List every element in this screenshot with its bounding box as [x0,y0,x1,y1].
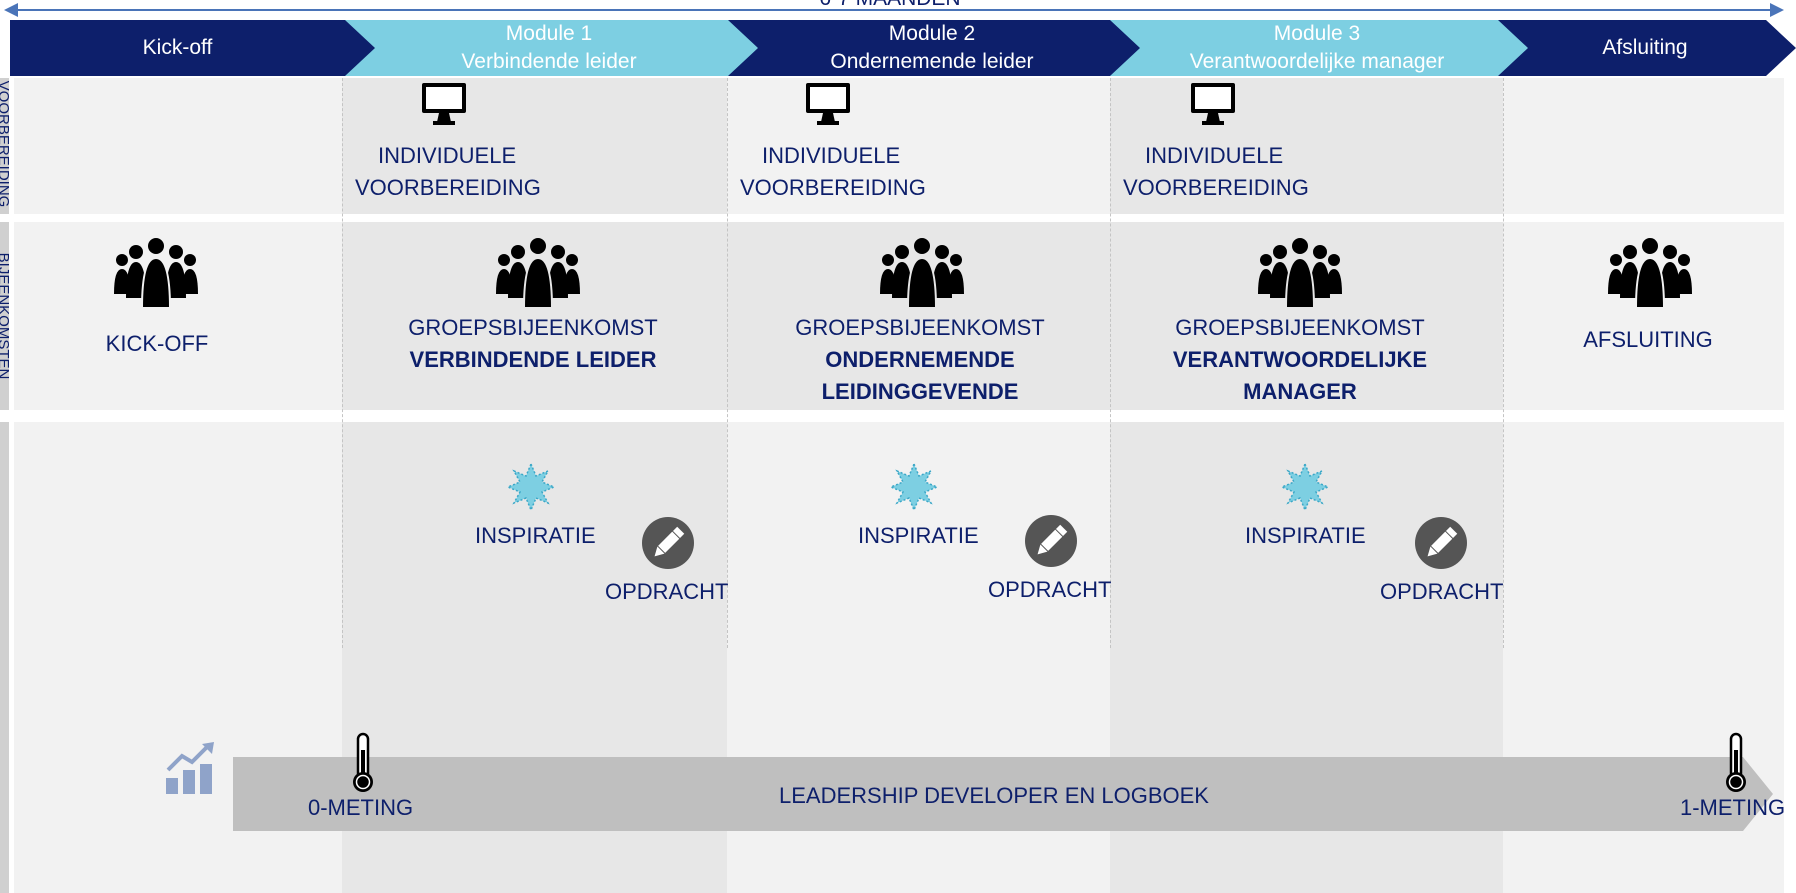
growth-chart-icon [166,742,214,794]
group-icon [1608,237,1692,308]
prep-1-line1: INDIVIDUELE [378,143,517,168]
meeting-1-topic: VERBINDENDE LEIDER [409,347,657,372]
thermometer-icon [353,732,373,792]
row-tab-meetings [0,222,9,410]
row-tab-activities [0,422,9,893]
meeting-2-topic-line1: ONDERNEMENDE [825,347,1015,372]
phase-module-3-title: Module 3 [1273,22,1361,45]
phase-module-2-title: Module 2 [888,22,976,45]
logbook-label: LEADERSHIP DEVELOPER EN LOGBOEK [779,783,1209,808]
prep-2-line1: INDIVIDUELE [762,143,901,168]
duration-arrow-head-right [1770,3,1784,17]
duration-arrow-line [14,9,1774,11]
separator-2 [727,78,728,648]
row-tab-preparation [0,78,9,214]
group-icon [496,237,580,308]
duration-arrow-head-left [4,3,18,17]
pencil-icon [1025,515,1077,567]
pencil-icon [642,517,694,569]
phase-closing-label: Afsluiting [1602,36,1688,59]
phase-closing: Afsluiting [1494,20,1796,76]
logbook-start-label: 0-METING [308,795,414,820]
activity-1-assignment: OPDRACHT [605,579,729,604]
duration-label: 6-7 MAANDEN [780,0,1000,8]
module-1-shade-preparation [342,78,727,214]
thermometer-icon [1726,732,1746,792]
activity-1-inspiration: INSPIRATIE [475,523,596,548]
prep-1-line2: VOORBEREIDING [355,175,541,200]
phase-module-1-title: Module 1 [505,22,593,45]
prep-3-line1: INDIVIDUELE [1145,143,1284,168]
meeting-3-topic-line1: VERANTWOORDELIJKE [1172,347,1428,372]
activity-3-assignment: OPDRACHT [1380,579,1504,604]
phase-module-3: Module 3 Verantwoordelijke manager [1106,20,1528,76]
phase-module-3-subtitle: Verantwoordelijke manager [1189,50,1445,73]
separator-4 [1503,78,1504,648]
meeting-kickoff-label: KICK-OFF [105,331,209,356]
logbook-arrow [233,757,1773,831]
separator-1 [342,78,343,648]
separator-3 [1110,78,1111,648]
prep-3-line2: VOORBEREIDING [1123,175,1309,200]
phase-module-2: Module 2 Ondernemende leider [724,20,1140,76]
meeting-1-label: GROEPSBIJEENKOMST [408,315,658,340]
inspiration-icon [506,462,556,512]
inspiration-icon [1280,462,1330,512]
phase-kickoff: Kick-off [10,20,375,76]
monitor-icon [1191,83,1235,125]
phase-module-1-subtitle: Verbindende leider [461,50,637,73]
activity-2-assignment: OPDRACHT [988,577,1112,602]
logbook-end-label: 1-METING [1680,795,1786,820]
module-3-shade-preparation [1110,78,1503,214]
group-icon [1258,237,1342,308]
monitor-icon [422,83,466,125]
meeting-3-label: GROEPSBIJEENKOMST [1175,315,1425,340]
phase-kickoff-label: Kick-off [142,36,213,59]
inspiration-icon [889,462,939,512]
group-icon [880,237,964,308]
pencil-icon [1415,517,1467,569]
phase-module-2-subtitle: Ondernemende leider [830,50,1034,73]
monitor-icon [806,83,850,125]
activity-3-inspiration: INSPIRATIE [1245,523,1366,548]
prep-2-line2: VOORBEREIDING [740,175,926,200]
row-label-preparation: VOORBEREIDING [0,80,11,208]
module-3-shade-meetings [1110,222,1503,410]
meeting-closing-label: AFSLUITING [1583,327,1713,352]
row-label-meetings: BIJEENKOMSTEN [0,252,11,380]
activity-2-inspiration: INSPIRATIE [858,523,979,548]
phase-module-1: Module 1 Verbindende leider [340,20,758,76]
meeting-2-topic-line2: LEIDINGGEVENDE [821,379,1019,404]
meeting-3-topic-line2: MANAGER [1243,379,1357,404]
meeting-2-label: GROEPSBIJEENKOMST [795,315,1045,340]
group-icon [114,237,198,308]
